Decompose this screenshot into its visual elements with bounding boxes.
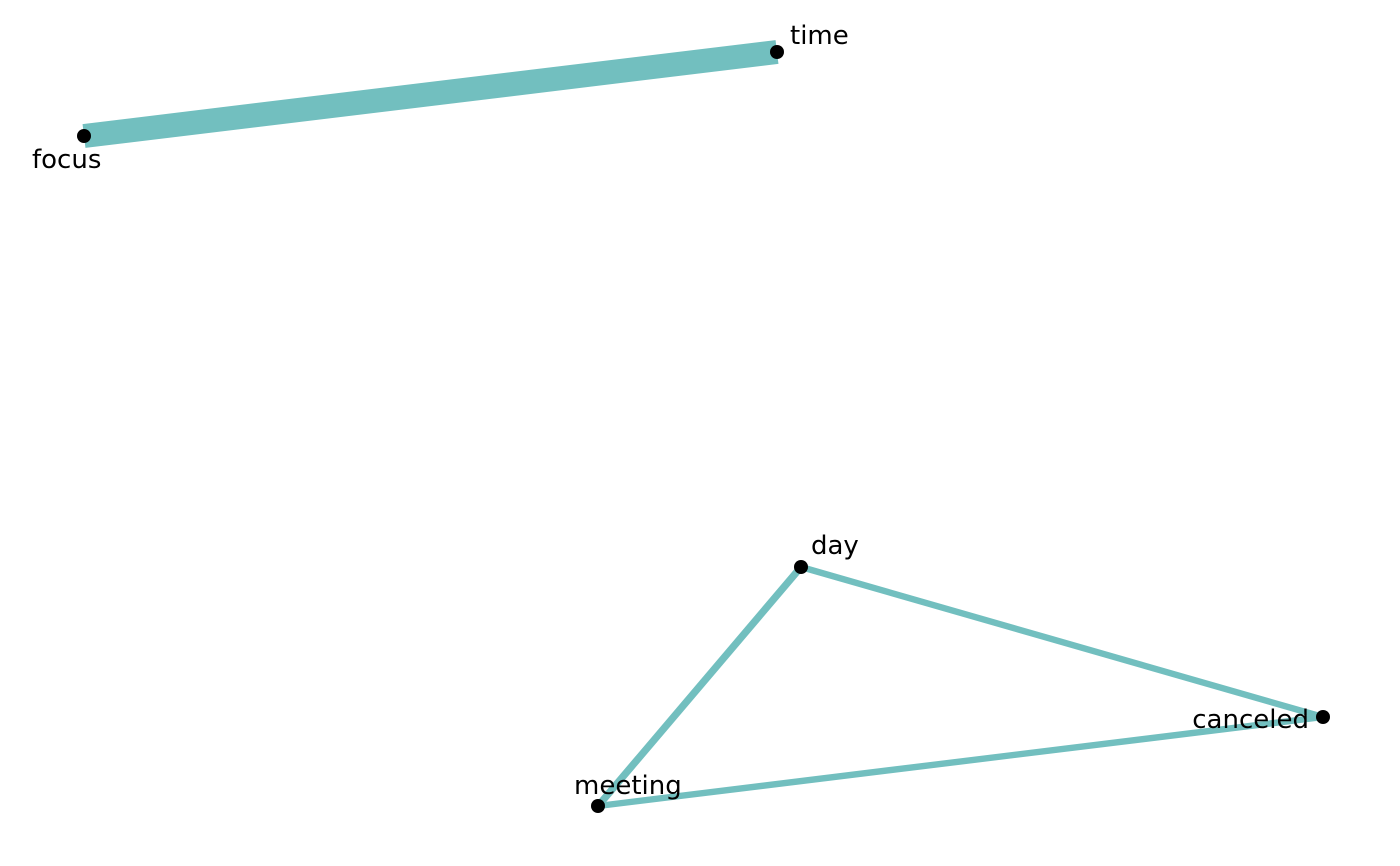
labels-layer: focus time day canceled meeting bbox=[32, 21, 1309, 801]
node-focus bbox=[77, 129, 91, 143]
node-label-day: day bbox=[811, 531, 859, 561]
node-canceled bbox=[1316, 710, 1330, 724]
node-label-time: time bbox=[790, 21, 849, 51]
node-day bbox=[794, 560, 808, 574]
edge-meeting-day bbox=[595, 564, 804, 809]
node-label-meeting: meeting bbox=[574, 771, 682, 801]
node-time bbox=[770, 45, 784, 59]
node-label-canceled: canceled bbox=[1192, 705, 1309, 735]
node-label-focus: focus bbox=[32, 145, 101, 175]
edges-layer bbox=[82, 40, 1324, 810]
node-meeting bbox=[591, 799, 605, 813]
edge-day-canceled bbox=[800, 563, 1324, 721]
edge-focus-time bbox=[82, 40, 779, 148]
nodes-layer bbox=[77, 45, 1330, 813]
edge-meeting-canceled bbox=[597, 713, 1324, 810]
